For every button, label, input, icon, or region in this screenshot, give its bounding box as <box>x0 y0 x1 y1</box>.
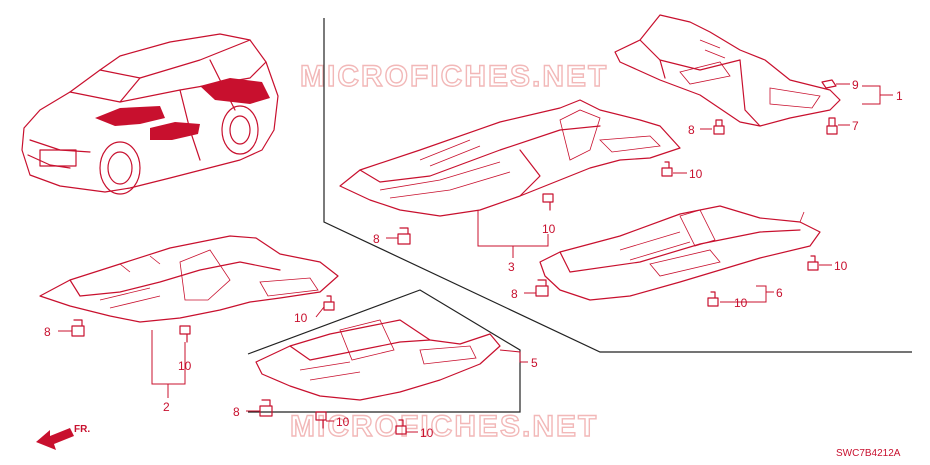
vehicle-mid-pan <box>150 122 200 140</box>
clip-icon <box>395 419 407 435</box>
callout-8b: 8 <box>373 232 380 246</box>
callout-10b: 10 <box>542 222 556 236</box>
undercover-part-2 <box>39 235 339 323</box>
diagram-code: SWC7B4212A <box>836 448 901 459</box>
watermark-top: MICROFICHES.NET <box>300 60 608 93</box>
bolt-icon <box>826 117 838 135</box>
leader-lines <box>58 83 893 433</box>
bolt-icon <box>713 119 725 135</box>
front-direction-arrow: FR. <box>36 424 90 450</box>
callout-1: 1 <box>896 89 903 103</box>
callout-8e: 8 <box>233 405 240 419</box>
callout-8c: 8 <box>511 287 518 301</box>
arrow-left-icon <box>36 428 74 450</box>
clip-icon <box>315 411 327 429</box>
clip-icon <box>707 291 719 307</box>
callout-5: 5 <box>531 356 538 370</box>
callout-10a: 10 <box>689 167 703 181</box>
callout-2: 2 <box>163 400 170 414</box>
clip-icon <box>821 79 837 89</box>
undercover-part-6 <box>539 205 821 301</box>
undercover-part-5 <box>255 319 501 401</box>
watermark-bottom: MICROFICHES.NET <box>290 410 598 443</box>
bolt-icon <box>71 319 85 337</box>
callout-8d: 8 <box>44 325 51 339</box>
clip-icon <box>542 193 554 211</box>
undercover-part-3 <box>339 99 681 217</box>
callout-10e: 10 <box>294 311 308 325</box>
bolt-icon <box>259 399 273 417</box>
direction-label: FR. <box>74 424 90 435</box>
clip-icon <box>323 295 335 311</box>
bolt-icon <box>397 227 411 245</box>
clip-icon <box>807 255 819 271</box>
callout-7: 7 <box>852 119 859 133</box>
callout-10g: 10 <box>336 415 350 429</box>
vehicle-rear-pan <box>200 78 270 104</box>
section-divider <box>247 18 912 413</box>
fasteners <box>71 79 838 435</box>
callouts: 1 9 7 8 10 10 8 3 10 6 8 10 10 8 10 5 2 … <box>44 78 903 440</box>
vehicle-front-pan <box>95 106 165 126</box>
callout-3: 3 <box>508 260 515 274</box>
callout-10h: 10 <box>420 426 434 440</box>
vehicle-outline <box>21 33 279 195</box>
bolt-icon <box>535 279 549 297</box>
callout-8a: 8 <box>688 123 695 137</box>
callout-9: 9 <box>852 78 859 92</box>
clip-icon <box>179 325 191 343</box>
callout-10f: 10 <box>178 359 192 373</box>
clip-icon <box>661 161 673 177</box>
callout-6: 6 <box>776 286 783 300</box>
undercover-part-1 <box>614 14 841 127</box>
callout-10d: 10 <box>734 296 748 310</box>
callout-10c: 10 <box>834 259 848 273</box>
